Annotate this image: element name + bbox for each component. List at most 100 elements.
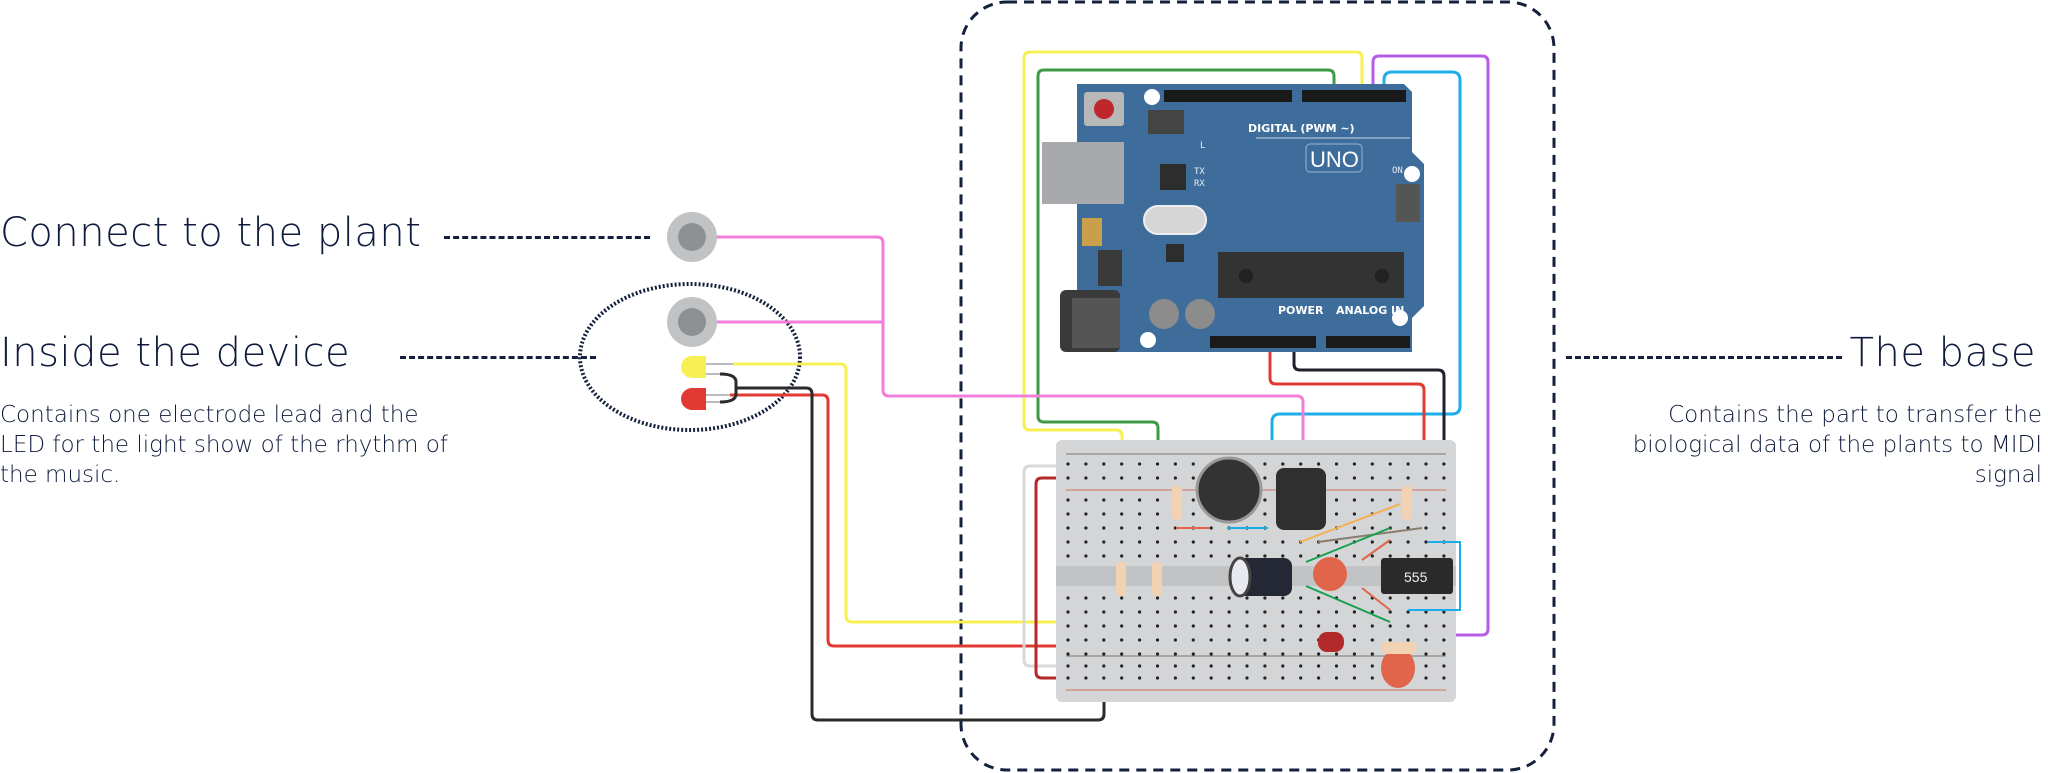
breadboard-hole: [1245, 596, 1249, 600]
breadboard-hole: [1120, 624, 1124, 628]
breadboard-hole: [1263, 476, 1267, 480]
breadboard-hole: [1209, 652, 1213, 656]
breadboard-hole: [1352, 610, 1356, 614]
description-the-base: Contains the part to transfer the biolog…: [1632, 402, 2042, 488]
breadboard-hole: [1406, 610, 1410, 614]
breadboard-hole: [1388, 462, 1392, 466]
breadboard-hole: [1138, 476, 1142, 480]
breadboard-hole: [1406, 624, 1410, 628]
breadboard-hole: [1173, 476, 1177, 480]
breadboard-hole: [1084, 638, 1088, 642]
breadboard-hole: [1352, 624, 1356, 628]
breadboard-hole: [1406, 540, 1410, 544]
arduino-uno-board: DIGITAL (PWM ~) UNO L TX RX ON POWER ANA…: [1042, 84, 1424, 352]
crystal: [1143, 205, 1207, 235]
breadboard-hole: [1120, 512, 1124, 516]
wire-black-led-ground: [736, 386, 1106, 722]
breadboard-hole: [1299, 652, 1303, 656]
breadboard-hole: [1388, 610, 1392, 614]
breadboard-hole: [1155, 610, 1160, 614]
led-red-breadboard: [1318, 632, 1344, 652]
breadboard-hole: [1209, 540, 1213, 544]
resistor: [1382, 642, 1416, 654]
breadboard-hole: [1138, 664, 1142, 668]
breadboard-hole: [1066, 554, 1070, 558]
breadboard-hole: [1299, 638, 1303, 642]
usb-chip: [1160, 164, 1186, 190]
label-connect-to-plant: Connect to the plant: [0, 210, 422, 256]
breadboard-hole: [1102, 554, 1106, 558]
breadboard-hole: [1066, 676, 1070, 680]
breadboard-hole: [1245, 652, 1249, 656]
breadboard-hole: [1424, 540, 1428, 544]
breadboard-hole: [1424, 638, 1428, 642]
breadboard-hole: [1334, 554, 1339, 558]
breadboard-hole: [1227, 554, 1231, 558]
breadboard-hole: [1084, 554, 1088, 558]
breadboard-hole: [1102, 498, 1106, 502]
led-label-tx: TX: [1194, 167, 1205, 177]
breadboard-hole: [1388, 476, 1392, 480]
breadboard-hole: [1334, 624, 1339, 628]
resistor: [1152, 562, 1162, 596]
breadboard-hole: [1191, 610, 1195, 614]
breadboard-hole: [1370, 676, 1374, 680]
breadboard-hole: [1281, 554, 1285, 558]
breadboard-hole: [1120, 554, 1124, 558]
breadboard-hole: [1084, 624, 1088, 628]
breadboard-hole: [1317, 610, 1321, 614]
breadboard-hole: [1209, 664, 1213, 668]
breadboard-hole: [1102, 462, 1106, 466]
breadboard-hole: [1209, 526, 1213, 530]
breadboard-hole: [1334, 462, 1339, 466]
breadboard-hole: [1352, 664, 1356, 668]
led-label-l: L: [1200, 141, 1205, 151]
breadboard-hole: [1209, 676, 1213, 680]
breadboard-hole: [1424, 664, 1428, 668]
breadboard-hole: [1388, 498, 1392, 502]
breadboard-hole: [1173, 624, 1177, 628]
breadboard-hole: [1370, 462, 1374, 466]
wire-red-5v: [1268, 340, 1426, 474]
device-enclosure-outline: [578, 282, 802, 432]
power-header: [1210, 336, 1316, 348]
breadboard-hole: [1370, 526, 1374, 530]
breadboard-hole: [1084, 512, 1088, 516]
breadboard-hole: [1442, 676, 1446, 680]
breadboard-hole: [1334, 676, 1339, 680]
breadboard-hole: [1209, 624, 1213, 628]
breadboard-hole: [1424, 676, 1428, 680]
breadboard-hole: [1173, 652, 1177, 656]
breadboard-hole: [1102, 610, 1106, 614]
breadboard-hole: [1352, 512, 1356, 516]
breadboard-hole: [1066, 526, 1070, 530]
breadboard-hole: [1245, 554, 1249, 558]
breadboard-hole: [1209, 596, 1213, 600]
breadboard-hole: [1155, 540, 1160, 544]
label-the-base: The base: [1849, 330, 2036, 376]
breadboard-hole: [1227, 676, 1231, 680]
breadboard-hole: [1263, 664, 1267, 668]
breadboard-hole: [1424, 554, 1428, 558]
breadboard-hole: [1155, 596, 1160, 600]
breadboard-hole: [1138, 652, 1142, 656]
breadboard-hole: [1334, 540, 1339, 544]
breadboard-hole: [1084, 498, 1088, 502]
breadboard-hole: [1102, 676, 1106, 680]
breadboard-hole: [1352, 596, 1356, 600]
breadboard-hole: [1388, 512, 1392, 516]
breadboard-hole: [1388, 638, 1392, 642]
breadboard-hole: [1120, 596, 1124, 600]
breadboard-hole: [1102, 526, 1106, 530]
breadboard-hole: [1191, 676, 1195, 680]
breadboard-hole: [1102, 596, 1106, 600]
uno-label: UNO: [1310, 147, 1359, 172]
breadboard-hole: [1424, 610, 1428, 614]
breadboard-hole: [1263, 554, 1267, 558]
breadboard-hole: [1317, 676, 1321, 680]
breadboard-hole: [1317, 652, 1321, 656]
breadboard-hole: [1155, 664, 1160, 668]
breadboard-hole: [1245, 664, 1249, 668]
breadboard-hole: [1299, 676, 1303, 680]
